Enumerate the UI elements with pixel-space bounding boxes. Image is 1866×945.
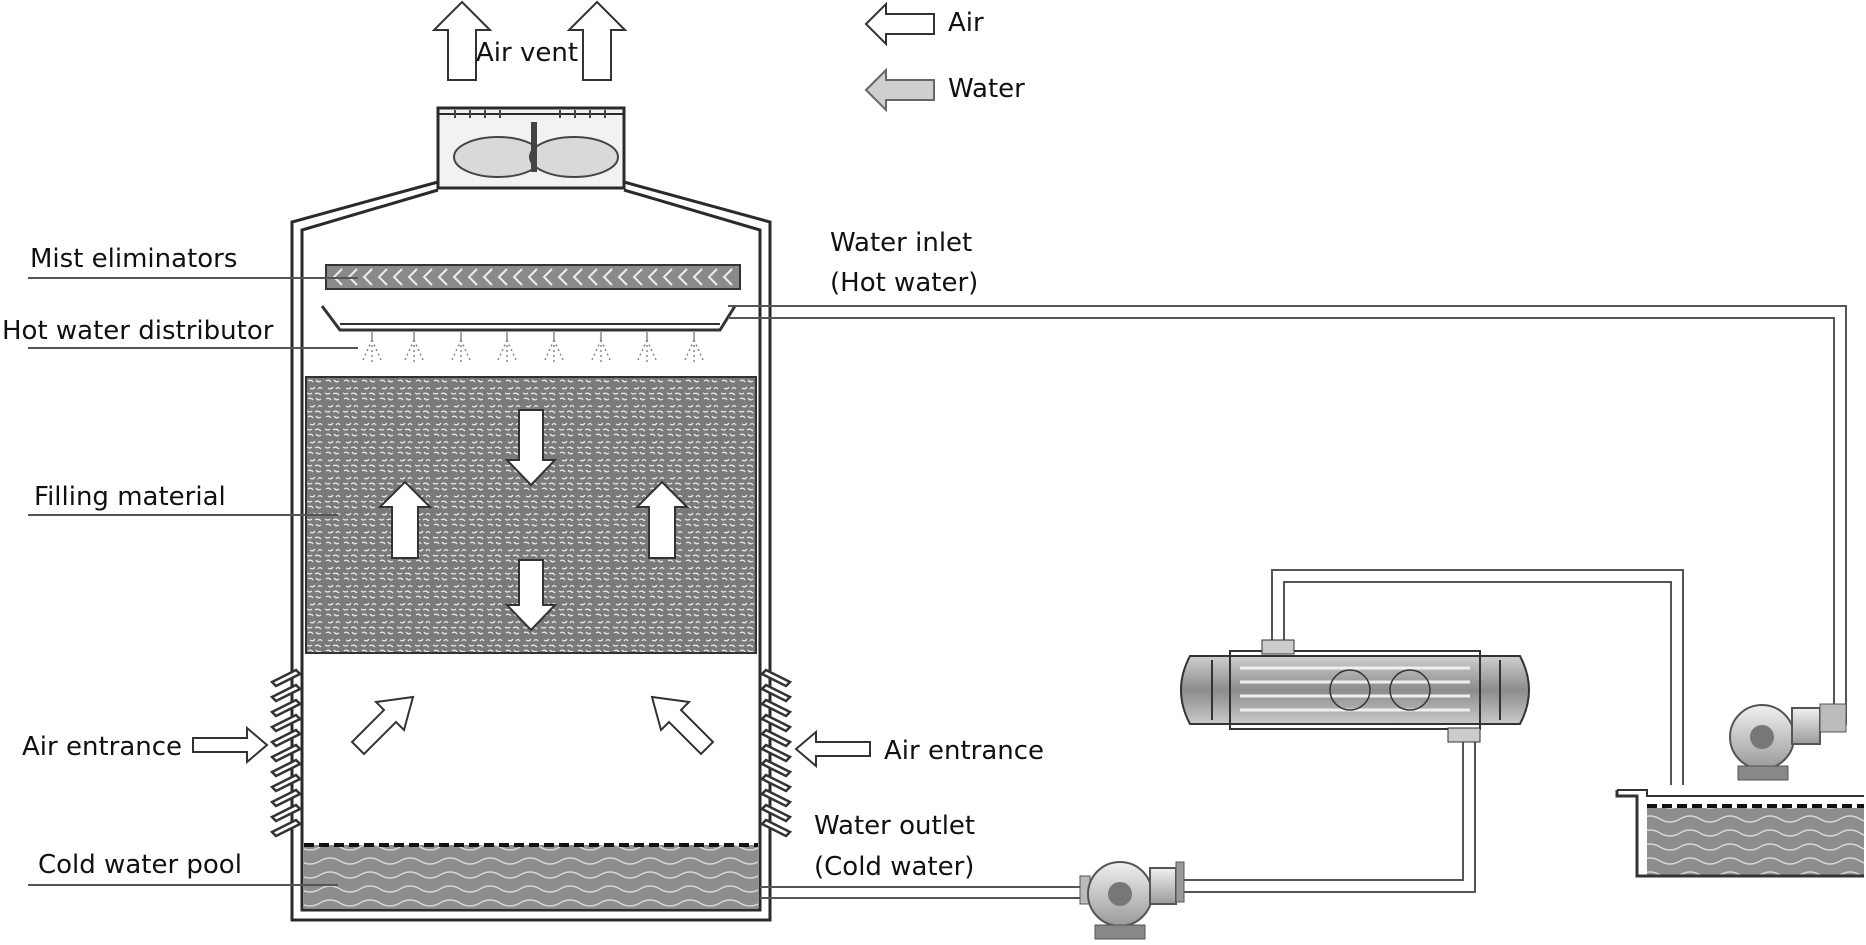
chevron-mark xyxy=(542,268,553,286)
louver-slat xyxy=(269,698,303,718)
water-down-arrow-1 xyxy=(504,409,558,487)
chevron-mark xyxy=(602,268,613,286)
louver-slat xyxy=(269,728,303,748)
pump-icon-right xyxy=(1729,703,1847,781)
water-down-arrow-2 xyxy=(504,559,558,632)
air-diagonal-arrow-right xyxy=(650,695,715,756)
hot-water-distributor-label: Hot water distributor xyxy=(2,316,274,346)
louver-slat xyxy=(759,803,793,823)
chevron-mark xyxy=(392,268,403,286)
air-up-arrow-2 xyxy=(634,480,690,559)
legend-water-label: Water xyxy=(948,74,1025,104)
water-inlet-sublabel: (Hot water) xyxy=(830,268,979,298)
chevron-mark xyxy=(512,268,523,286)
spray-nozzle-icon xyxy=(451,332,471,362)
hot-water-distributor xyxy=(320,305,737,332)
spray-nozzle-icon xyxy=(544,332,564,362)
chevron-mark xyxy=(692,268,703,286)
spray-nozzle-icon xyxy=(684,332,704,362)
air-entrance-right-label: Air entrance xyxy=(884,736,1045,766)
legend-water-arrow xyxy=(864,67,935,113)
louver-slat xyxy=(759,683,793,703)
spray-nozzle-icon xyxy=(637,332,657,362)
air-entrance-left-label: Air entrance xyxy=(22,732,183,762)
legend-air-label: Air xyxy=(948,8,984,38)
air-vent-label: Air vent xyxy=(476,38,579,68)
secondary-water-pool xyxy=(1615,789,1864,878)
mist-eliminators-label: Mist eliminators xyxy=(30,244,238,274)
air-inlet-louvers-left xyxy=(269,668,303,838)
water-outlet-sublabel: (Cold water) xyxy=(814,852,975,882)
air-vent-arrow-right xyxy=(566,0,628,81)
chevron-mark xyxy=(722,268,733,286)
chevron-mark xyxy=(617,268,628,286)
louver-slat xyxy=(269,803,303,823)
louver-slat xyxy=(269,758,303,778)
louver-slat xyxy=(759,743,793,763)
heat-exchanger xyxy=(1180,639,1530,743)
chevron-mark xyxy=(662,268,673,286)
cold-water-pool-leader xyxy=(28,884,338,886)
chevron-mark xyxy=(422,268,433,286)
air-diagonal-arrow-left xyxy=(350,695,415,756)
chevron-mark xyxy=(407,268,418,286)
louver-slat xyxy=(759,818,793,838)
louver-slat xyxy=(269,788,303,808)
louver-slat xyxy=(269,713,303,733)
hot-water-distributor-leader xyxy=(28,347,358,349)
pump-icon-bottom xyxy=(1079,861,1185,940)
mist-eliminator-bar xyxy=(325,264,741,290)
louver-slat xyxy=(759,713,793,733)
louver-slat xyxy=(759,668,793,688)
tower-outline xyxy=(290,106,772,922)
chevron-mark xyxy=(572,268,583,286)
air-entrance-arrow-right xyxy=(794,729,871,769)
louver-slat xyxy=(759,788,793,808)
water-inlet-label: Water inlet xyxy=(830,228,973,258)
chevron-mark xyxy=(632,268,643,286)
spray-nozzle-icon xyxy=(404,332,424,362)
spray-nozzle-icon xyxy=(497,332,517,362)
air-entrance-arrow-left xyxy=(192,725,269,765)
chevron-mark xyxy=(437,268,448,286)
fan-icon xyxy=(453,110,619,178)
chevron-mark xyxy=(467,268,478,286)
chevron-mark xyxy=(497,268,508,286)
louver-slat xyxy=(759,758,793,778)
chevron-mark xyxy=(527,268,538,286)
water-outlet-label: Water outlet xyxy=(814,811,976,841)
chevron-mark xyxy=(677,268,688,286)
chevron-mark xyxy=(452,268,463,286)
filling-material-label: Filling material xyxy=(34,482,226,512)
louver-slat xyxy=(269,773,303,793)
cold-water-pool-label: Cold water pool xyxy=(38,850,242,880)
louver-slat xyxy=(759,773,793,793)
louver-slat xyxy=(269,818,303,838)
louver-slat xyxy=(269,668,303,688)
chevron-mark xyxy=(647,268,658,286)
mist-eliminators-leader xyxy=(28,277,358,279)
spray-nozzle-icon xyxy=(591,332,611,362)
spray-nozzles xyxy=(362,332,704,362)
air-vent-arrow-left xyxy=(431,0,493,81)
cold-water-pool xyxy=(304,843,758,909)
louver-slat xyxy=(759,728,793,748)
chevron-mark xyxy=(587,268,598,286)
pipes xyxy=(728,305,1847,899)
louver-slat xyxy=(269,743,303,763)
air-up-arrow-1 xyxy=(377,480,433,559)
louver-slat xyxy=(759,698,793,718)
chevron-mark xyxy=(707,268,718,286)
chevron-mark xyxy=(377,268,388,286)
air-inlet-louvers-right xyxy=(759,668,793,838)
chevron-mark xyxy=(482,268,493,286)
filling-material-leader xyxy=(28,514,338,516)
legend-air-arrow xyxy=(864,1,935,47)
louver-slat xyxy=(269,683,303,703)
chevron-mark xyxy=(362,268,373,286)
chevron-mark xyxy=(557,268,568,286)
spray-nozzle-icon xyxy=(362,332,382,362)
